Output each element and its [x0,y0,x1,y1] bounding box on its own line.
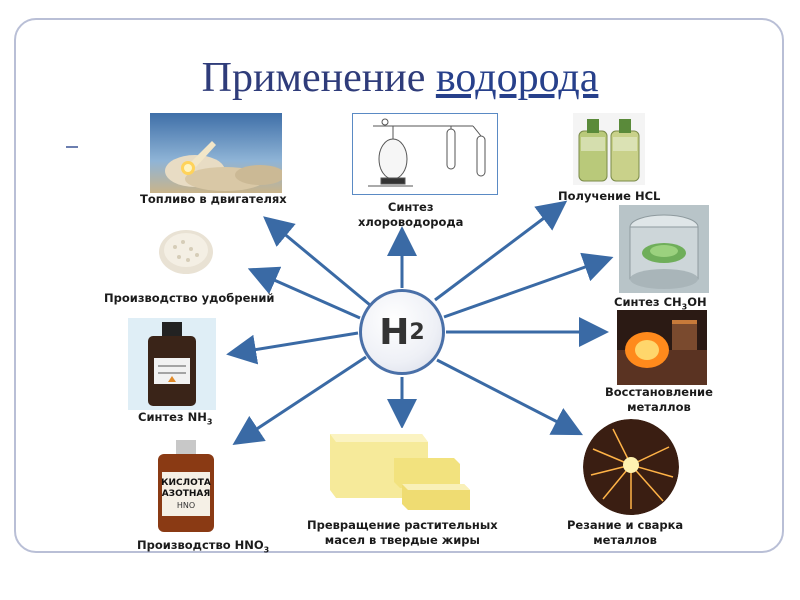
label-methanol: Синтез CH3OH [614,295,707,314]
arrow-hcl [434,200,568,302]
slide-frame [14,18,784,553]
label-ammonia-sub: 3 [206,417,213,427]
hub-subscript: 2 [409,319,425,345]
welding-sparks-image [583,419,679,515]
title-link[interactable]: водорода [435,55,599,101]
methanol-image [619,205,709,293]
label-hcl-synthesis-line2: хлороводорода [358,215,464,229]
arrow-cutting [436,358,584,436]
nitric-acid-bottle-image: КИСЛОТА АЗОТНАЯ HNO [150,438,222,534]
arrow-ammonia [226,331,359,365]
label-nitric-sub: 3 [263,545,270,555]
label-cutting-line2: металлов [593,533,657,547]
bottle-label-line3: HNO [177,501,195,510]
label-fuel: Топливо в двигателях [140,192,287,206]
hub-symbol: H [379,311,410,353]
hcl-bottles-image [573,113,645,185]
label-methanol-prefix: Синтез CH [614,295,682,309]
label-fats: Превращение растительных масел в твердые… [307,518,498,548]
label-fats-line1: Превращение растительных [307,518,498,532]
label-hcl-synthesis-line1: Синтез [387,200,434,214]
label-fertilizer: Производство удобрений [104,291,275,305]
label-metals-reduction: Восстановление металлов [605,385,713,415]
ammonia-bottle-image [128,318,216,410]
label-metals-reduction-line1: Восстановление [605,385,713,399]
arrow-methanol [443,252,614,319]
metals-reduction-image [617,310,707,385]
bottle-label-line2: АЗОТНАЯ [162,489,211,499]
label-cutting-line1: Резание и сварка [567,518,684,532]
label-hcl-synthesis: Синтез хлороводорода [358,200,463,230]
title-prefix: Применение [201,55,426,101]
label-nitric: Производство HNO3 [137,538,269,557]
bullet-dash [66,146,78,148]
label-metals-reduction-line2: металлов [627,400,691,414]
butter-image [324,428,476,516]
label-cutting: Резание и сварка металлов [567,518,683,548]
arrow-nitric [232,355,367,445]
arrow-fuel [263,216,371,307]
hcl-apparatus-image [352,113,498,195]
label-nitric-prefix: Производство HNO [137,538,264,552]
label-methanol-sub: 3 [681,302,688,312]
label-ammonia: Синтез NH3 [138,410,212,429]
rocket-launch-image [150,113,282,193]
slide-title: Применение водорода [0,54,800,102]
label-methanol-suffix: OH [687,295,707,309]
fertilizer-image [155,222,217,280]
label-fats-line2: масел в твердые жиры [324,533,480,547]
bottle-label-line1: КИСЛОТА [161,478,211,488]
label-hcl: Получение HCL [558,189,661,203]
label-ammonia-prefix: Синтез NH [138,410,207,424]
arrow-fertilizer [247,266,361,320]
